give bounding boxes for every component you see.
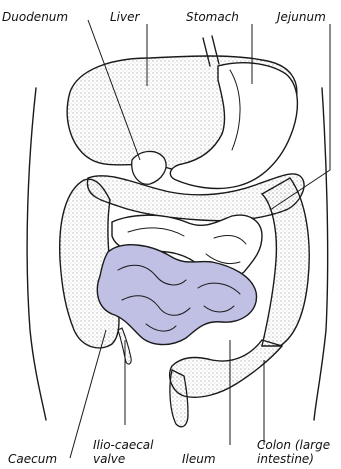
label-ilio-caecal-valve-line1: Ilio-caecal	[93, 438, 154, 452]
label-liver: Liver	[110, 10, 139, 24]
label-ilio-caecal-valve-line2: valve	[93, 452, 125, 466]
label-duodenum: Duodenum	[2, 10, 68, 24]
label-colon-line2: intestine)	[257, 452, 314, 466]
label-ileum: Ileum	[182, 452, 216, 466]
label-jejunum: Jejunum	[277, 10, 326, 24]
duodenum-shape	[132, 151, 166, 184]
label-caecum: Caecum	[8, 452, 57, 466]
label-colon-line1: Colon (large	[257, 438, 330, 452]
descending-colon	[262, 178, 309, 346]
label-stomach: Stomach	[186, 10, 239, 24]
